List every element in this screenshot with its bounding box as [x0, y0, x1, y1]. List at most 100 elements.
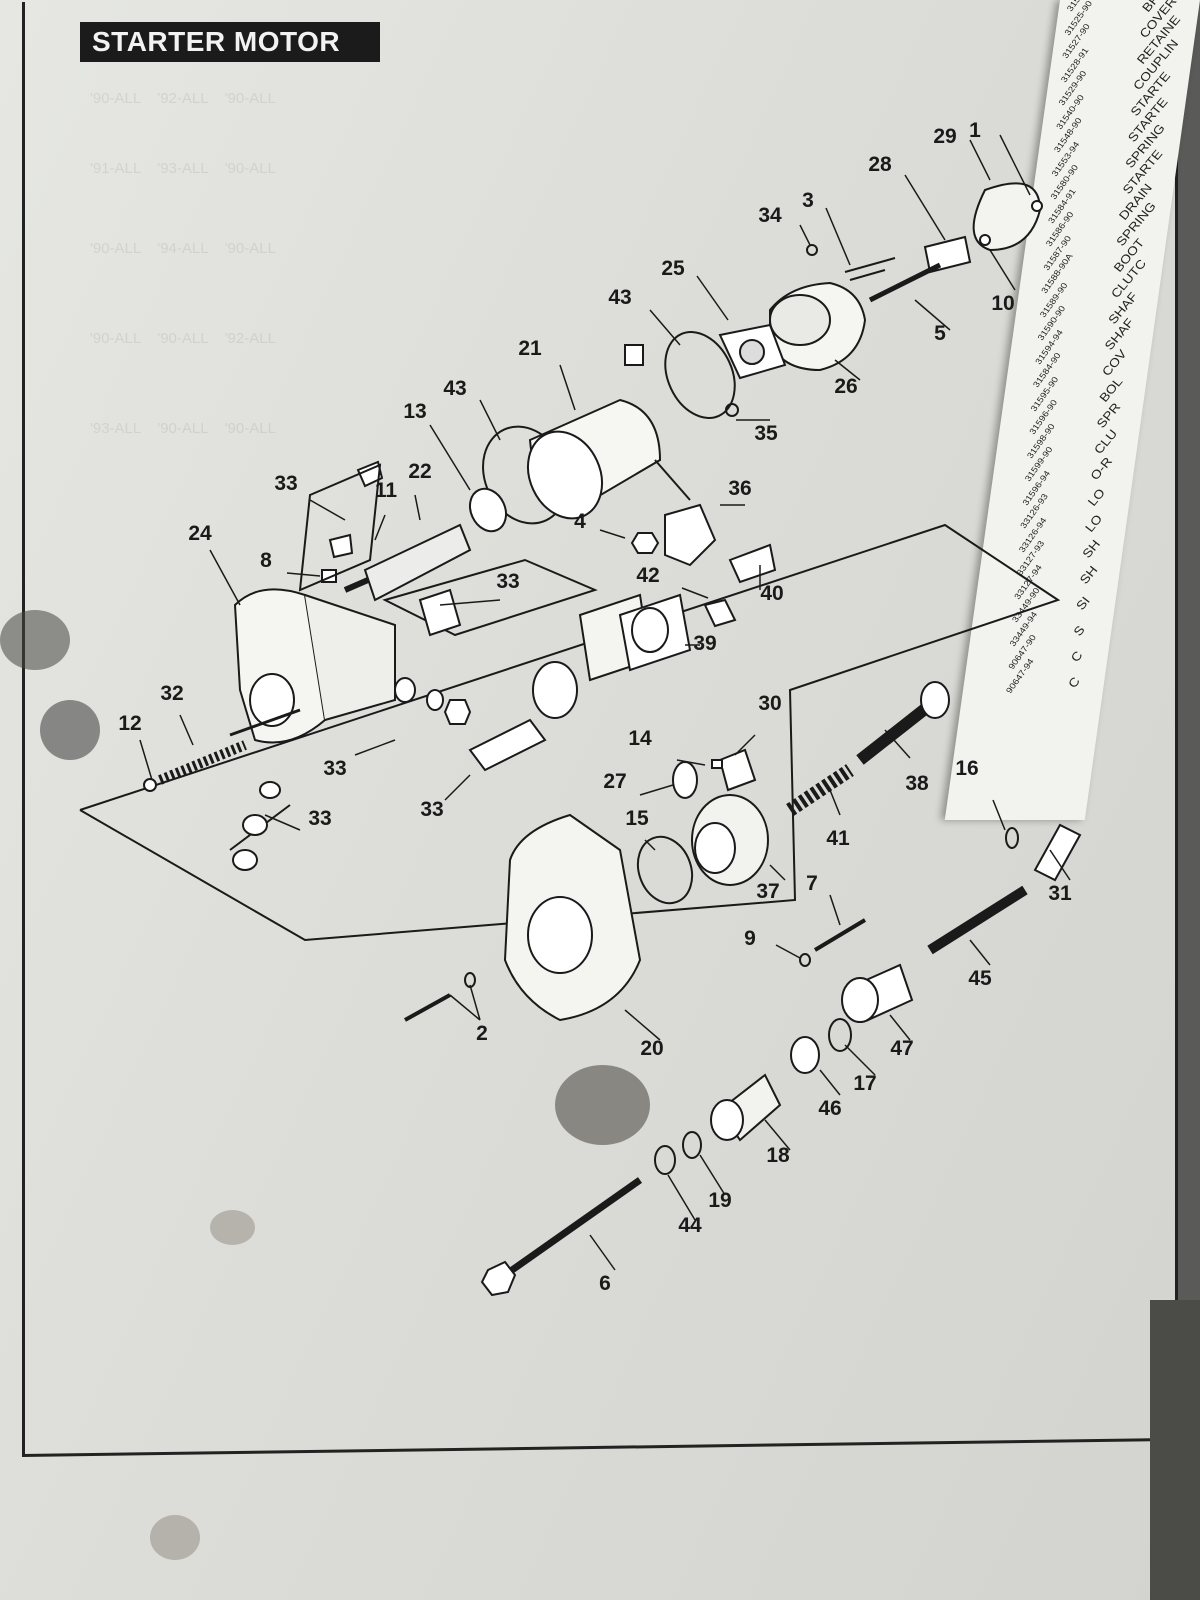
part-washer-stack: [232, 849, 258, 871]
callout-number: 14: [628, 727, 652, 750]
callout-number: 38: [905, 772, 929, 795]
part-ring-16: [1005, 827, 1019, 849]
callout-number: 25: [661, 257, 685, 280]
callout-number: 20: [640, 1037, 663, 1060]
bleed-through-text: '91-ALL '93-ALL '90-ALL: [90, 160, 276, 177]
part-screw-set: [844, 257, 896, 281]
part-brush-plate-center: [739, 339, 765, 365]
group-box-33: [298, 463, 382, 592]
part-washer: [979, 234, 991, 246]
part-plunger-head: [532, 661, 578, 719]
callout-number: 12: [118, 712, 141, 735]
part-bracket: [923, 235, 972, 274]
part-screw-2: [404, 993, 451, 1022]
part-clip-19: [682, 1131, 702, 1159]
fingerprint: [555, 1065, 650, 1145]
part-screw-7: [813, 918, 867, 952]
part-roller-14: [711, 759, 723, 769]
part-screw: [1031, 200, 1043, 212]
smudge: [210, 1210, 255, 1245]
callout-number: 47: [890, 1037, 913, 1060]
part-pinion-face: [710, 1099, 744, 1141]
callout-number: 41: [826, 827, 850, 850]
part-housing-bore: [527, 896, 593, 974]
callout-number: 2: [476, 1022, 488, 1045]
callout-number: 16: [955, 757, 978, 780]
callout-number: 43: [608, 286, 631, 309]
bleed-through-text: '90-ALL '90-ALL '92-ALL: [90, 330, 276, 347]
part-gear-27: [672, 761, 698, 799]
part-nut: [630, 532, 660, 554]
part-washer-2: [464, 972, 476, 988]
background-surface: [1150, 1300, 1200, 1600]
part-o-ring: [664, 331, 736, 419]
callout-number: 24: [188, 522, 212, 545]
callout-number: 11: [375, 479, 398, 502]
part-terminal-lead: [654, 459, 691, 501]
callout-number: 8: [260, 549, 272, 572]
part-ball-12: [143, 778, 157, 792]
part-housing-side: [304, 594, 396, 721]
part-washer-stack: [242, 814, 268, 836]
callout-number: 35: [754, 422, 778, 445]
callout-number: 34: [758, 204, 782, 227]
callout-number: 10: [991, 292, 1014, 315]
callout-number: 15: [625, 807, 649, 830]
part-shaft-gear: [920, 681, 950, 719]
part-solenoid-ring: [631, 607, 669, 653]
part-shaft-45: [927, 885, 1028, 955]
callout-number: 31: [1048, 882, 1072, 905]
part-washer: [426, 689, 444, 711]
parts-outlines: [79, 182, 1082, 1297]
callout-number: 33: [308, 807, 331, 830]
smudge: [150, 1515, 200, 1560]
part-armature: [363, 523, 472, 602]
callout-number: 32: [160, 682, 183, 705]
part-cage-30: [718, 748, 757, 792]
part-washer: [394, 677, 416, 703]
fingerprint: [40, 700, 100, 760]
callout-number: 40: [760, 582, 783, 605]
part-plunger: [468, 718, 547, 772]
assembly-boundary: [79, 523, 1061, 942]
callout-number: 27: [603, 770, 626, 793]
bleed-through-text: '90-ALL '92-ALL '90-ALL: [90, 90, 276, 107]
part-o-ring-15: [636, 835, 694, 905]
callout-number: 30: [758, 692, 781, 715]
part-through-bolt: [868, 262, 942, 303]
callout-number: 7: [806, 872, 818, 895]
part-spring-46: [790, 1036, 820, 1074]
callout-number: 1: [969, 119, 981, 142]
part-clutch-hub: [694, 822, 736, 874]
part-bearing: [469, 487, 507, 533]
callout-number: 45: [968, 967, 992, 990]
callout-number: 18: [766, 1144, 790, 1167]
callout-number: 28: [868, 153, 892, 176]
callout-number: 19: [708, 1189, 731, 1212]
part-clip: [418, 588, 462, 637]
callout-number: 5: [934, 322, 946, 345]
part-bolt-head: [480, 1260, 517, 1297]
part-washer-stack: [259, 781, 281, 799]
part-spring-41: [786, 764, 854, 816]
callout-number: 39: [693, 632, 716, 655]
part-field-frame-end: [527, 430, 603, 520]
part-coupling-face: [841, 977, 879, 1023]
part-plunger-rod: [229, 708, 301, 737]
callout-number: 9: [744, 927, 756, 950]
callout-number: 6: [599, 1272, 611, 1295]
bleed-through-text: '93-ALL '90-ALL '90-ALL: [90, 420, 276, 437]
callout-number: 22: [408, 460, 431, 483]
callout-number: 33: [274, 472, 297, 495]
callout-number: 26: [834, 375, 857, 398]
callout-number: 42: [636, 564, 659, 587]
part-washer-44: [654, 1145, 676, 1175]
part-o-ring-small: [806, 244, 818, 256]
callout-number: 43: [443, 377, 466, 400]
callout-number: 29: [933, 125, 956, 148]
callout-number: 4: [574, 510, 586, 533]
part-ring-17: [828, 1018, 852, 1052]
part-nut: [443, 699, 472, 725]
